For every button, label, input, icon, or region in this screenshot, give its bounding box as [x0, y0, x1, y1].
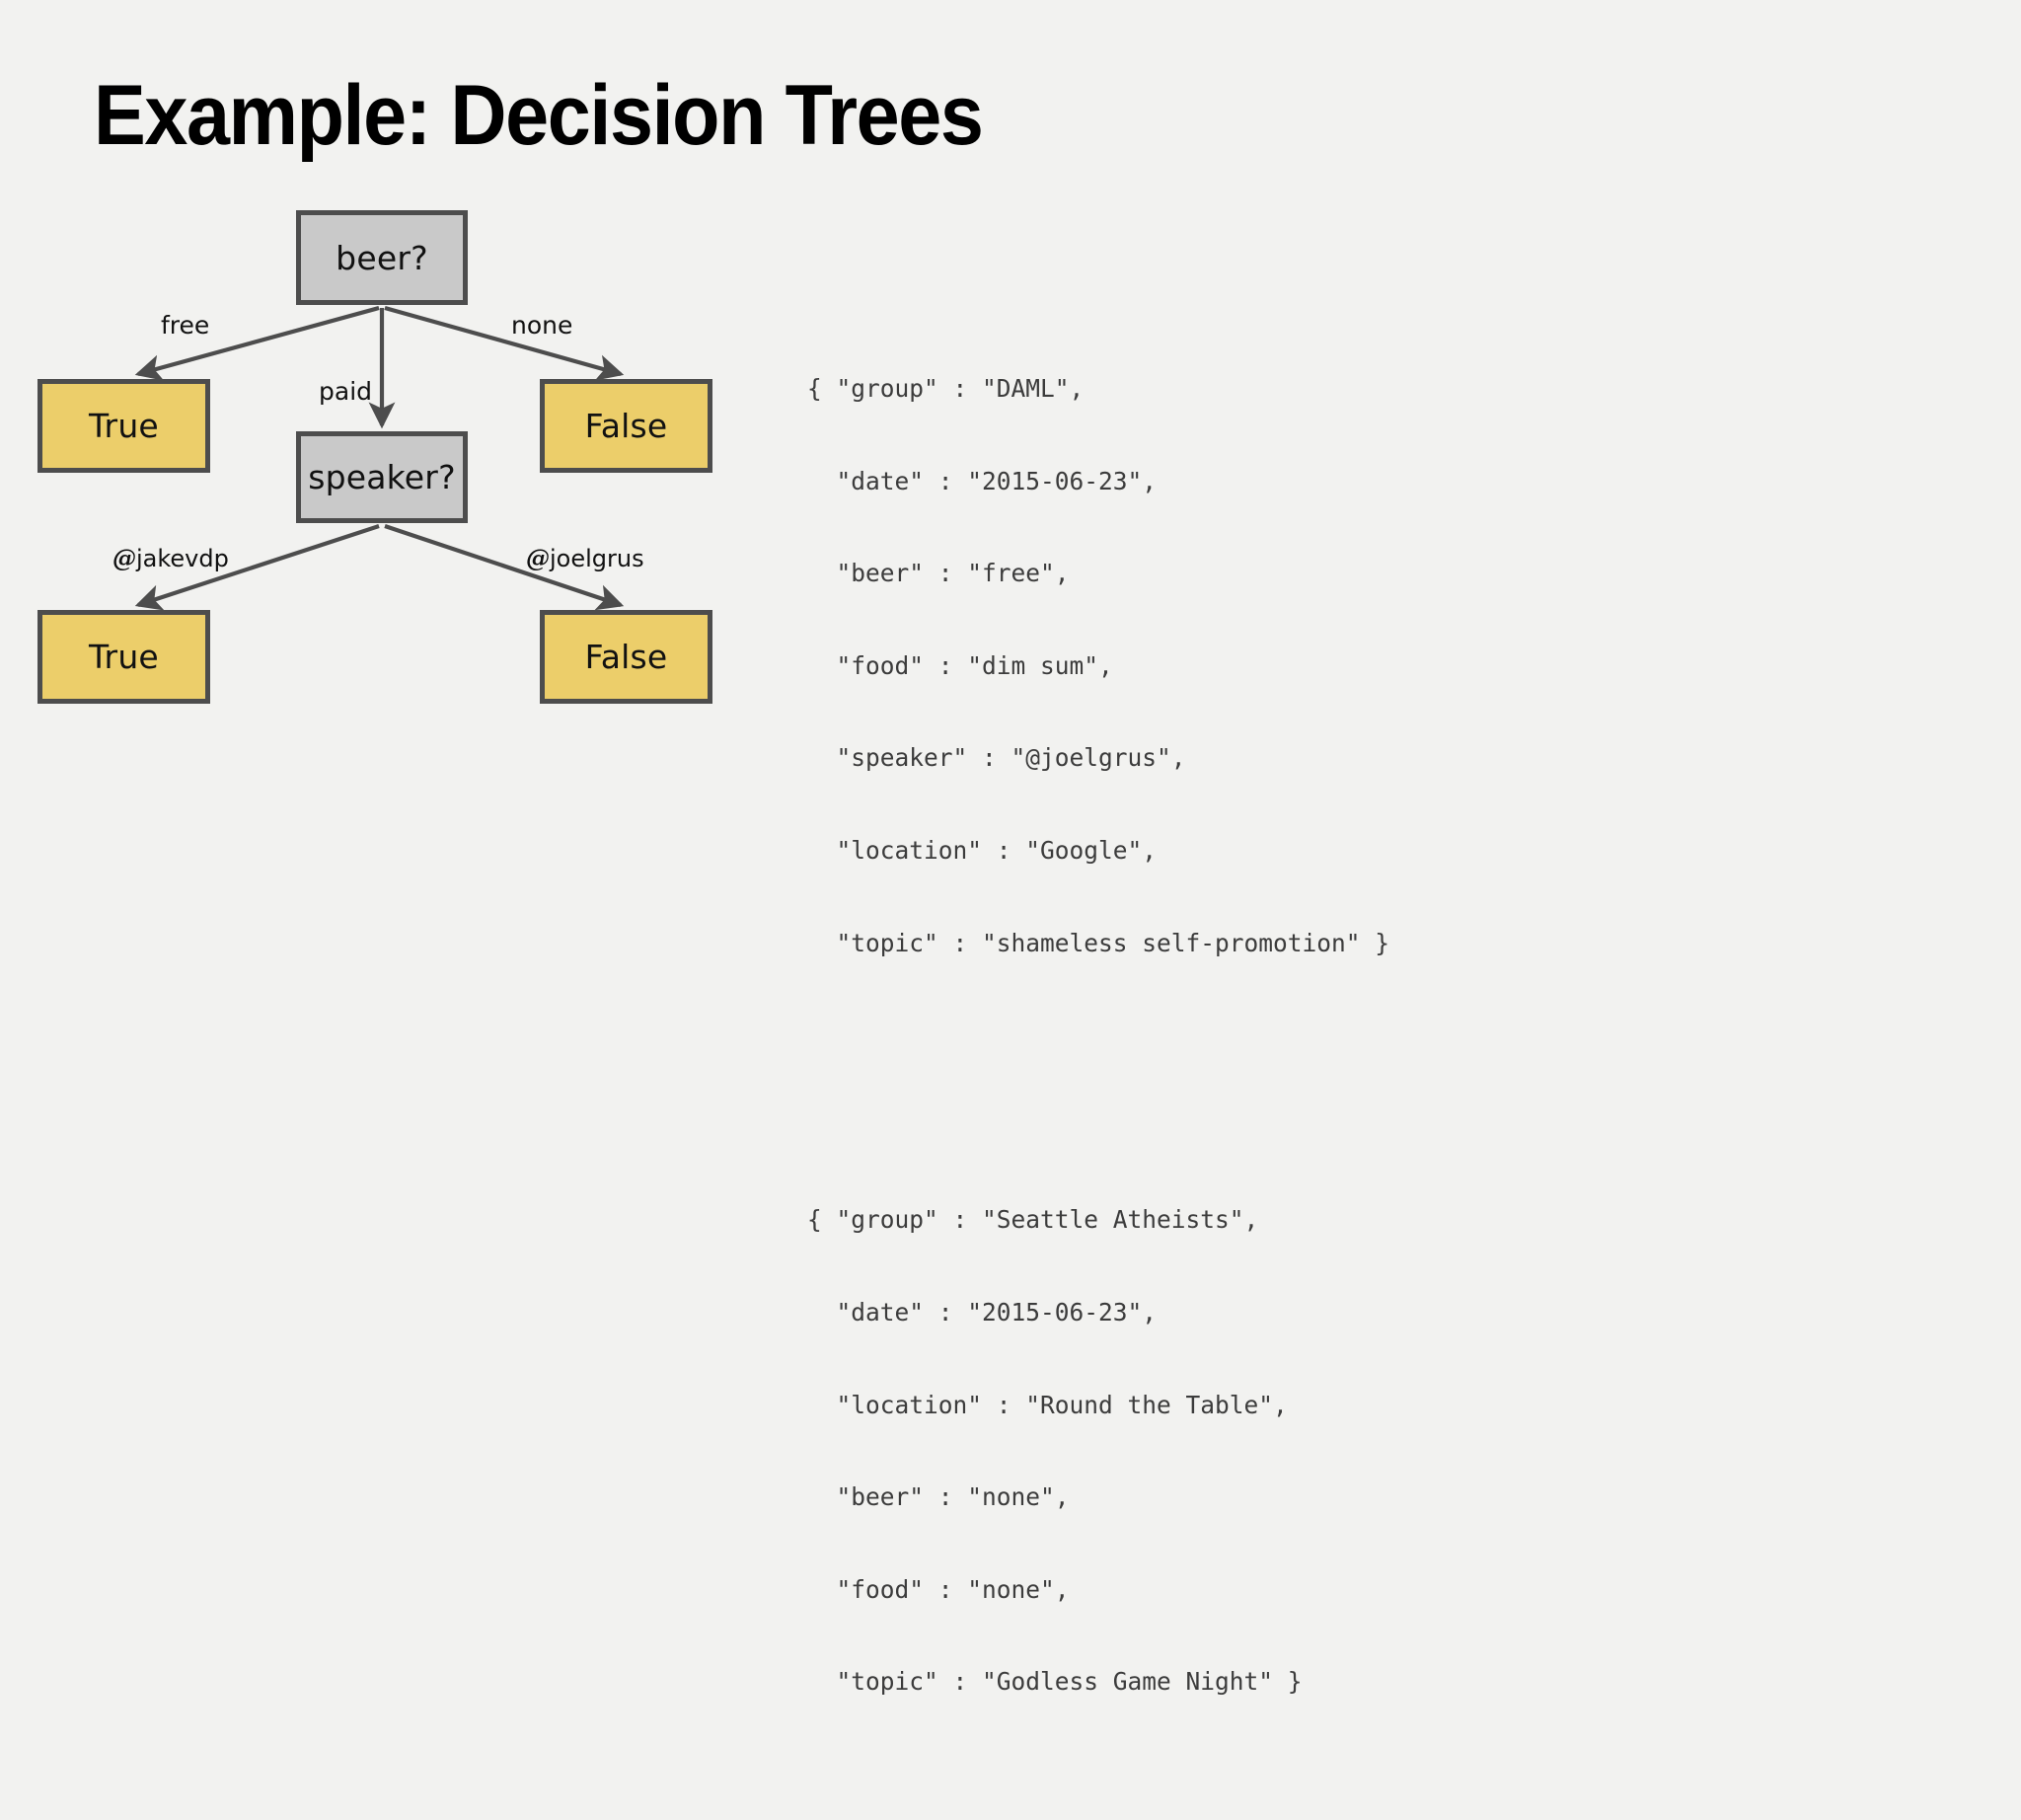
json-record-daml: { "group" : "DAML", "date" : "2015-06-23… [807, 312, 1389, 1021]
at-symbol-icon: @ [526, 544, 550, 572]
json-record-seattle-atheists: { "group" : "Seattle Atheists", "date" :… [807, 1143, 1389, 1759]
edge-label-jakevdp: @jakevdp [112, 544, 229, 572]
page-title: Example: Decision Trees [94, 68, 984, 163]
json-line: "location" : "Google", [807, 836, 1158, 866]
json-line: "beer" : "none", [807, 1482, 1070, 1512]
decision-tree-diagram: beer? speaker? True False True False fre… [0, 0, 967, 1137]
tree-leaf-true-speaker-jakevdp[interactable]: True [37, 610, 210, 704]
edge-speaker-true-jakevdp [134, 524, 380, 611]
edge-speaker-false-joelgrus [384, 524, 625, 611]
json-line: { "group" : "DAML", [807, 374, 1085, 404]
edge-label-joelgrus: @joelgrus [526, 544, 644, 572]
edge-beer-false-none [384, 305, 625, 381]
edge-label-free: free [161, 311, 210, 340]
json-line: "date" : "2015-06-23", [807, 466, 1158, 495]
edge-label-paid: paid [319, 377, 373, 406]
tree-leaf-true-beer-free[interactable]: True [37, 379, 210, 473]
edge-label-joelgrus-text: joelgrus [550, 545, 644, 572]
json-line: "food" : "dim sum", [807, 650, 1113, 680]
json-line: "topic" : "Godless Game Night" } [807, 1667, 1303, 1697]
at-symbol-icon: @ [112, 544, 136, 572]
tree-edges-layer [134, 305, 625, 611]
tree-node-speaker[interactable]: speaker? [296, 431, 468, 523]
tree-node-beer[interactable]: beer? [296, 210, 468, 305]
tree-leaf-false-beer-none[interactable]: False [540, 379, 712, 473]
json-line: "speaker" : "@joelgrus", [807, 743, 1186, 773]
edge-beer-true-free [134, 305, 380, 381]
json-line: "food" : "none", [807, 1574, 1070, 1604]
edge-label-none: none [511, 311, 573, 340]
json-line: "beer" : "free", [807, 559, 1070, 588]
json-line: "date" : "2015-06-23", [807, 1297, 1158, 1327]
tree-leaf-false-speaker-joelgrus[interactable]: False [540, 610, 712, 704]
json-line: "topic" : "shameless self-promotion" } [807, 928, 1390, 957]
json-line: "location" : "Round the Table", [807, 1390, 1288, 1419]
json-samples-panel: { "group" : "DAML", "date" : "2015-06-23… [807, 219, 1389, 1820]
edge-label-jakevdp-text: jakevdp [136, 545, 229, 572]
json-line: { "group" : "Seattle Atheists", [807, 1205, 1259, 1235]
